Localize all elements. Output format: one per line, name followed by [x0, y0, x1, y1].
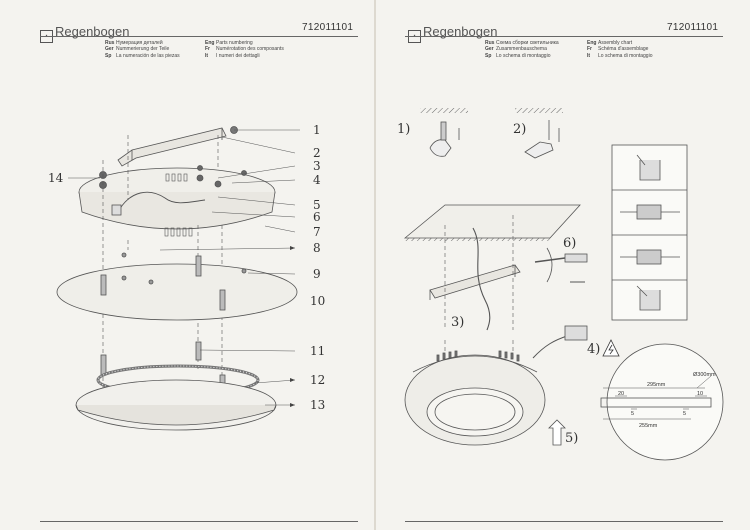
- ceiling-screw-icon: [230, 126, 300, 134]
- bottom-cover-rim: [75, 404, 277, 426]
- right-gap-label: 10: [697, 391, 703, 397]
- ceiling-hatch: [515, 108, 563, 113]
- diffuser-disc: [56, 263, 298, 321]
- led-dots: [97, 365, 259, 395]
- electric-warning-icon: [602, 339, 620, 357]
- exploded-view-drawing: 1 2 3 4 5 6 7 8 9 10 11 12 13 14: [48, 123, 325, 431]
- dimension-lines: [603, 387, 707, 420]
- lift-arrow-icon: [548, 419, 566, 446]
- lamp-top-edge: [412, 355, 538, 373]
- part-leader-lines: [68, 136, 296, 406]
- part-number-label: 10: [310, 294, 325, 308]
- housing-slots: [164, 173, 193, 237]
- part-number-label: 11: [310, 344, 325, 358]
- step-label: 6): [563, 236, 576, 251]
- part-number-label: 3: [313, 159, 321, 173]
- diameter-label: Ø300mm: [693, 372, 716, 378]
- part-number-label: 4: [313, 173, 321, 187]
- lamp-diffuser: [426, 387, 524, 437]
- lamp-vent-slots: [436, 350, 520, 362]
- wire-insert-icon: [620, 204, 680, 220]
- part-number-label: 9: [313, 267, 321, 281]
- part-number-label: 8: [313, 241, 321, 255]
- assembly-drawing: 1) 2) 3) 4) 5) 6) Ø300mm 295mm 255mm 20 …: [397, 108, 724, 461]
- small-screws: [121, 252, 247, 285]
- footer-rule: [405, 521, 723, 522]
- bracket-ends: [429, 265, 516, 300]
- diameter-leader: [696, 375, 712, 389]
- wago-clip-closed-icon: [636, 285, 661, 311]
- step-label: 2): [513, 122, 526, 137]
- ceiling-plate: [403, 204, 581, 239]
- lamp-inner-ring: [434, 393, 516, 431]
- wago-clip-open-icon: [636, 154, 661, 181]
- brand-name: Regenbogen: [55, 24, 130, 39]
- screwdriver-icon: [534, 247, 588, 283]
- terminal-connector: [564, 325, 588, 341]
- mounting-bracket: [117, 127, 227, 167]
- header-rule: [40, 36, 358, 37]
- right-small-label: 5: [683, 411, 686, 417]
- hammer-hand-icon: [524, 120, 560, 159]
- bottom-width-label: 255mm: [639, 423, 658, 429]
- ceiling-hatch: [420, 108, 468, 113]
- drill-hand-icon: [429, 121, 460, 157]
- article-number: 712011101: [302, 22, 354, 33]
- terminal-block: [111, 204, 122, 216]
- page-fold: [374, 0, 376, 530]
- part-number-label: 12: [310, 373, 325, 387]
- part-number-label: 13: [310, 398, 325, 412]
- dimension-circle: [606, 343, 724, 461]
- part-number-label: 2: [313, 146, 321, 160]
- brand-name: Regenbogen: [423, 24, 498, 39]
- part-number-label: 14: [48, 171, 64, 185]
- footer-rule: [40, 521, 358, 522]
- step-label: 1): [397, 122, 410, 137]
- mounting-bracket: [429, 264, 521, 299]
- supply-cable: [472, 227, 491, 331]
- housing-side: [78, 191, 276, 230]
- left-gap-label: 20: [618, 391, 624, 397]
- wire-clamp-icon: [620, 249, 680, 265]
- supply-wire: [117, 191, 206, 213]
- article-number: 712011101: [667, 22, 719, 33]
- step-label: 4): [587, 342, 600, 357]
- leader-arrowheads: [290, 246, 295, 407]
- part-number-label: 1: [313, 123, 321, 137]
- dimension-cross-section: [600, 397, 712, 408]
- step-label: 3): [451, 315, 464, 330]
- part-number-label: 6: [313, 210, 321, 224]
- part-number-label: 5: [313, 198, 321, 212]
- header-rule: [405, 36, 723, 37]
- top-width-label: 295mm: [647, 382, 666, 388]
- left-small-label: 5: [631, 411, 634, 417]
- part-number-label: 7: [313, 225, 321, 239]
- lamp-cable: [532, 335, 568, 359]
- bracket-ends: [131, 128, 223, 160]
- step-label: 5): [565, 431, 578, 446]
